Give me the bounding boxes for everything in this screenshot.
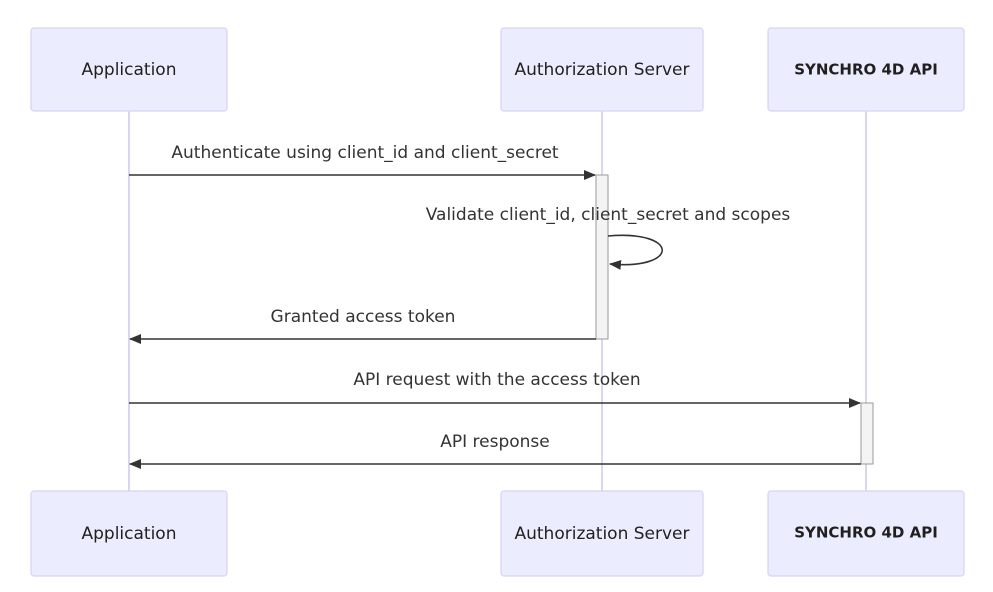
actor-top-api: SYNCHRO 4D API bbox=[767, 27, 965, 112]
message-authenticate: Authenticate using client_id and client_… bbox=[129, 143, 596, 180]
actor-top-app: Application bbox=[30, 27, 228, 112]
message-api-response: API response bbox=[129, 432, 861, 469]
actor-bottom-api: SYNCHRO 4D API bbox=[767, 490, 965, 577]
message-validate: Validate client_id, client_secret and sc… bbox=[426, 205, 791, 270]
actor-bottom-auth-label: Authorization Server bbox=[514, 524, 689, 544]
message-api-request: API request with the access token bbox=[129, 370, 861, 408]
message-validate-label: Validate client_id, client_secret and sc… bbox=[426, 205, 791, 225]
activation-api bbox=[860, 402, 874, 465]
message-api-request-label: API request with the access token bbox=[353, 370, 640, 390]
actor-bottom-app: Application bbox=[30, 490, 228, 577]
message-granted-label: Granted access token bbox=[271, 307, 456, 327]
actor-top-api-label: SYNCHRO 4D API bbox=[794, 61, 938, 79]
message-validate-arrow bbox=[607, 234, 664, 270]
actor-top-app-label: Application bbox=[82, 60, 177, 80]
activation-auth bbox=[595, 174, 609, 340]
message-granted: Granted access token bbox=[129, 307, 596, 344]
message-api-response-label: API response bbox=[440, 432, 550, 452]
actor-bottom-api-label: SYNCHRO 4D API bbox=[794, 524, 938, 542]
actor-top-auth-label: Authorization Server bbox=[514, 60, 689, 80]
message-authenticate-label: Authenticate using client_id and client_… bbox=[171, 143, 559, 163]
actor-bottom-auth: Authorization Server bbox=[500, 490, 704, 577]
actor-bottom-app-label: Application bbox=[82, 524, 177, 544]
actor-top-auth: Authorization Server bbox=[500, 27, 704, 112]
